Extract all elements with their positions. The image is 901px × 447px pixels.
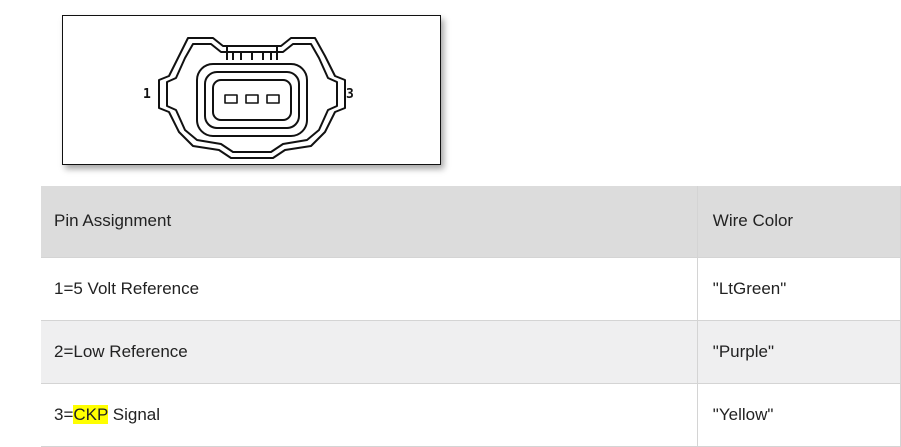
table-row: 1=5 Volt Reference "LtGreen" [41, 257, 901, 320]
latch-tab [226, 45, 278, 60]
socket-frame-outer [196, 63, 308, 137]
pin-assignment-text: 1=5 Volt Reference [54, 278, 200, 298]
wire-color-cell: "Purple" [697, 320, 901, 383]
header-pin-assignment: Pin Assignment [41, 186, 698, 257]
wire-color-cell: "LtGreen" [697, 257, 901, 320]
table-header-row: Pin Assignment Wire Color [41, 186, 901, 257]
connector-outline-drawing [158, 37, 346, 159]
pin-assignment-suffix: Signal [108, 404, 161, 424]
pin-assignment-text: 2=Low Reference [54, 341, 188, 361]
connector-diagram: 1 3 [62, 15, 441, 165]
pin-assignment-cell: 3=CKP Signal [41, 383, 698, 446]
table-row: 2=Low Reference "Purple" [41, 320, 901, 383]
header-wire-color: Wire Color [697, 186, 901, 257]
pin-assignment-cell: 1=5 Volt Reference [41, 257, 698, 320]
pin-3-label: 3 [346, 87, 354, 102]
wire-color-cell: "Yellow" [697, 383, 901, 446]
pin-1-label: 1 [143, 87, 151, 102]
connector-housing-inner [166, 43, 338, 153]
pin-assignment-cell: 2=Low Reference [41, 320, 698, 383]
pin-1-terminal [224, 94, 238, 104]
pin-assignment-prefix: 3= [54, 404, 74, 424]
pin-3-terminal [266, 94, 280, 104]
socket-frame-inner [212, 79, 292, 121]
pin-assignment-table: Pin Assignment Wire Color 1=5 Volt Refer… [41, 186, 901, 447]
socket-frame-middle [204, 71, 300, 129]
table-row: 3=CKP Signal "Yellow" [41, 383, 901, 446]
connector-housing-outer [158, 37, 346, 159]
search-highlight: CKP [73, 404, 109, 424]
pin-2-terminal [245, 94, 259, 104]
